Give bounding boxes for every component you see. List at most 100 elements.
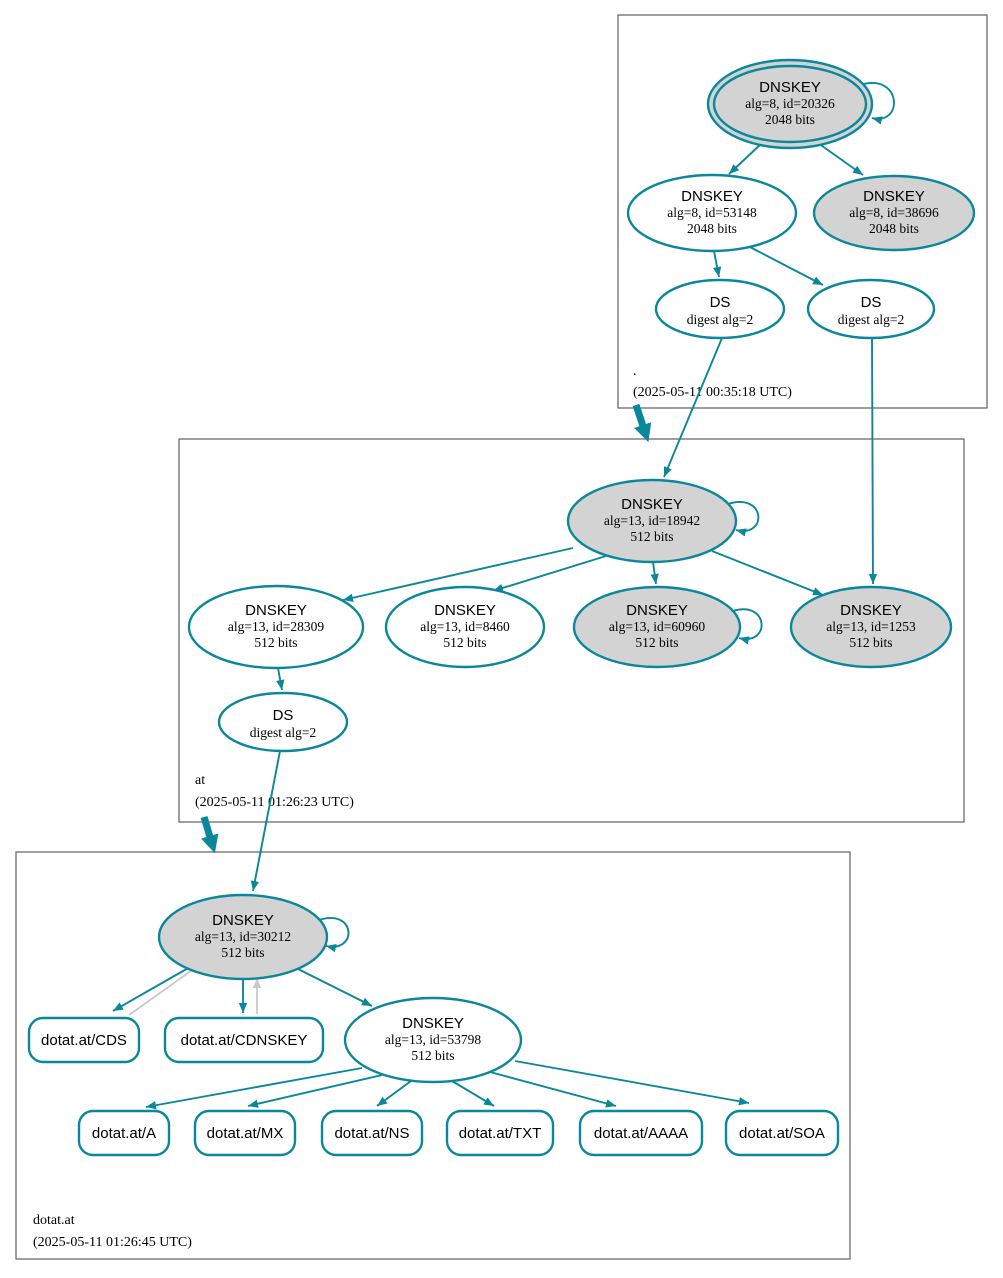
- node-shape-inner: [712, 64, 868, 144]
- node-title: DNSKEY: [626, 602, 688, 619]
- dnskey-node-1253: DNSKEY alg=13, id=1253 512 bits: [789, 585, 953, 669]
- edge-key18942-key28309: [342, 547, 574, 602]
- rrset-node-a: dotat.at/A: [77, 1109, 171, 1157]
- dnskey-node-53148: DNSKEY alg=8, id=53148 2048 bits: [626, 173, 798, 253]
- rrset-label: dotat.at/A: [92, 1125, 156, 1142]
- dnskey-node-18942: DNSKEY alg=13, id=18942 512 bits: [566, 478, 738, 564]
- edge-key53148-ds1: [712, 250, 722, 278]
- node-detail: alg=13, id=1253: [826, 619, 916, 634]
- rrset-label: dotat.at/NS: [334, 1125, 409, 1142]
- node-shape: [163, 1016, 325, 1064]
- dnskey-node-53798: DNSKEY alg=13, id=53798 512 bits: [343, 996, 523, 1084]
- node-title: DS: [273, 707, 294, 724]
- edge-key20326-key38696: [817, 142, 864, 176]
- node-detail: alg=13, id=8460: [420, 619, 510, 634]
- node-shape: [654, 278, 786, 340]
- node-detail: alg=13, id=60960: [609, 619, 705, 634]
- edge-key30212-key53798: [297, 968, 373, 1007]
- edge-key53798-aaaa: [489, 1071, 617, 1108]
- node-title: DNSKEY: [212, 912, 274, 929]
- ds-node-root-1: DS digest alg=2: [654, 278, 786, 340]
- rrset-node-txt: dotat.at/TXT: [445, 1109, 555, 1157]
- edge-key18942-key60960: [650, 561, 659, 585]
- rrset-label: dotat.at/MX: [207, 1125, 284, 1142]
- node-detail: alg=8, id=20326: [745, 96, 835, 111]
- node-shape: [384, 585, 546, 669]
- node-shape: [27, 1016, 141, 1064]
- rrset-label: dotat.at/SOA: [739, 1125, 825, 1142]
- edge-selfsign-key20326: [859, 82, 895, 125]
- zone-label-dotat: dotat.at: [33, 1213, 75, 1228]
- node-shape: [320, 1109, 424, 1157]
- rrset-label: dotat.at/AAAA: [594, 1125, 688, 1142]
- edge-selfsign-key18942: [727, 501, 760, 537]
- node-title: DNSKEY: [681, 188, 743, 205]
- node-detail: digest alg=2: [250, 725, 316, 740]
- node-shape: [157, 893, 329, 981]
- rrset-node-aaaa: dotat.at/AAAA: [578, 1109, 704, 1157]
- zone-box-dotat: dotat.at (2025-05-11 01:26:45 UTC): [15, 851, 851, 1260]
- zone-box-root: . (2025-05-11 00:35:18 UTC): [617, 14, 988, 409]
- node-bits: 512 bits: [849, 635, 892, 650]
- node-shape: [626, 173, 798, 253]
- zone-border-at: [178, 438, 965, 823]
- edge-key53798-mx: [247, 1074, 383, 1108]
- edge-key53798-a: [145, 1067, 363, 1110]
- edge-delegation-at-dotat: [200, 815, 219, 854]
- dnskey-node-30212: DNSKEY alg=13, id=30212 512 bits: [157, 893, 329, 981]
- node-bits: 2048 bits: [687, 221, 737, 236]
- node-detail: digest alg=2: [687, 312, 753, 327]
- node-shape: [193, 1109, 297, 1157]
- rrset-node-mx: dotat.at/MX: [193, 1109, 297, 1157]
- node-bits: 512 bits: [630, 529, 673, 544]
- rrset-label: dotat.at/CDS: [41, 1032, 127, 1049]
- node-shape: [445, 1109, 555, 1157]
- edge-delegation-root-at: [632, 403, 652, 443]
- node-bits: 512 bits: [635, 635, 678, 650]
- node-title: DNSKEY: [245, 602, 307, 619]
- node-shape: [812, 174, 976, 252]
- zone-border-dotat: [15, 851, 851, 1260]
- edge-selfsign-key60960: [732, 608, 763, 645]
- node-detail: alg=13, id=30212: [195, 929, 291, 944]
- node-shape: [217, 691, 349, 753]
- node-title: DNSKEY: [434, 602, 496, 619]
- node-shape: [77, 1109, 171, 1157]
- node-title: DNSKEY: [840, 602, 902, 619]
- node-shape: [187, 584, 365, 670]
- rrset-label: dotat.at/CDNSKEY: [181, 1032, 308, 1049]
- edge-key53798-txt: [451, 1080, 495, 1107]
- node-title: DNSKEY: [863, 188, 925, 205]
- zone-border-root: [617, 14, 988, 409]
- node-title: DS: [861, 294, 882, 311]
- edge-key30212-cds: [112, 966, 191, 1012]
- node-shape: [572, 585, 742, 669]
- dnskey-node-20326-ksk: DNSKEY alg=8, id=20326 2048 bits: [706, 58, 874, 150]
- dnskey-node-28309: DNSKEY alg=13, id=28309 512 bits: [187, 584, 365, 670]
- node-shape: [724, 1109, 840, 1157]
- dnskey-node-38696: DNSKEY alg=8, id=38696 2048 bits: [812, 174, 976, 252]
- edge-key53798-ns: [376, 1080, 412, 1107]
- edge-ds1-key18942: [663, 337, 723, 478]
- dnskey-node-8460: DNSKEY alg=13, id=8460 512 bits: [384, 585, 546, 669]
- rrset-label: dotat.at/TXT: [459, 1125, 542, 1142]
- node-title: DS: [710, 294, 731, 311]
- zone-timestamp-root: (2025-05-11 00:35:18 UTC): [633, 385, 792, 400]
- rrset-node-cds: dotat.at/CDS: [27, 1016, 141, 1064]
- node-detail: alg=8, id=38696: [849, 205, 939, 220]
- node-shape: [806, 278, 936, 340]
- dnskey-node-60960: DNSKEY alg=13, id=60960 512 bits: [572, 585, 742, 669]
- zone-label-root: .: [633, 364, 637, 379]
- node-shape: [343, 996, 523, 1084]
- ds-node-root-2: DS digest alg=2: [806, 278, 936, 340]
- node-bits: 2048 bits: [765, 112, 815, 127]
- rrset-node-soa: dotat.at/SOA: [724, 1109, 840, 1157]
- edge-cds-key30212-gray: [128, 962, 203, 1016]
- edge-key53798-soa: [514, 1060, 750, 1106]
- edge-ds-at-key30212: [250, 750, 281, 892]
- node-title: DNSKEY: [621, 496, 683, 513]
- node-shape: [578, 1109, 704, 1157]
- rrset-node-ns: dotat.at/NS: [320, 1109, 424, 1157]
